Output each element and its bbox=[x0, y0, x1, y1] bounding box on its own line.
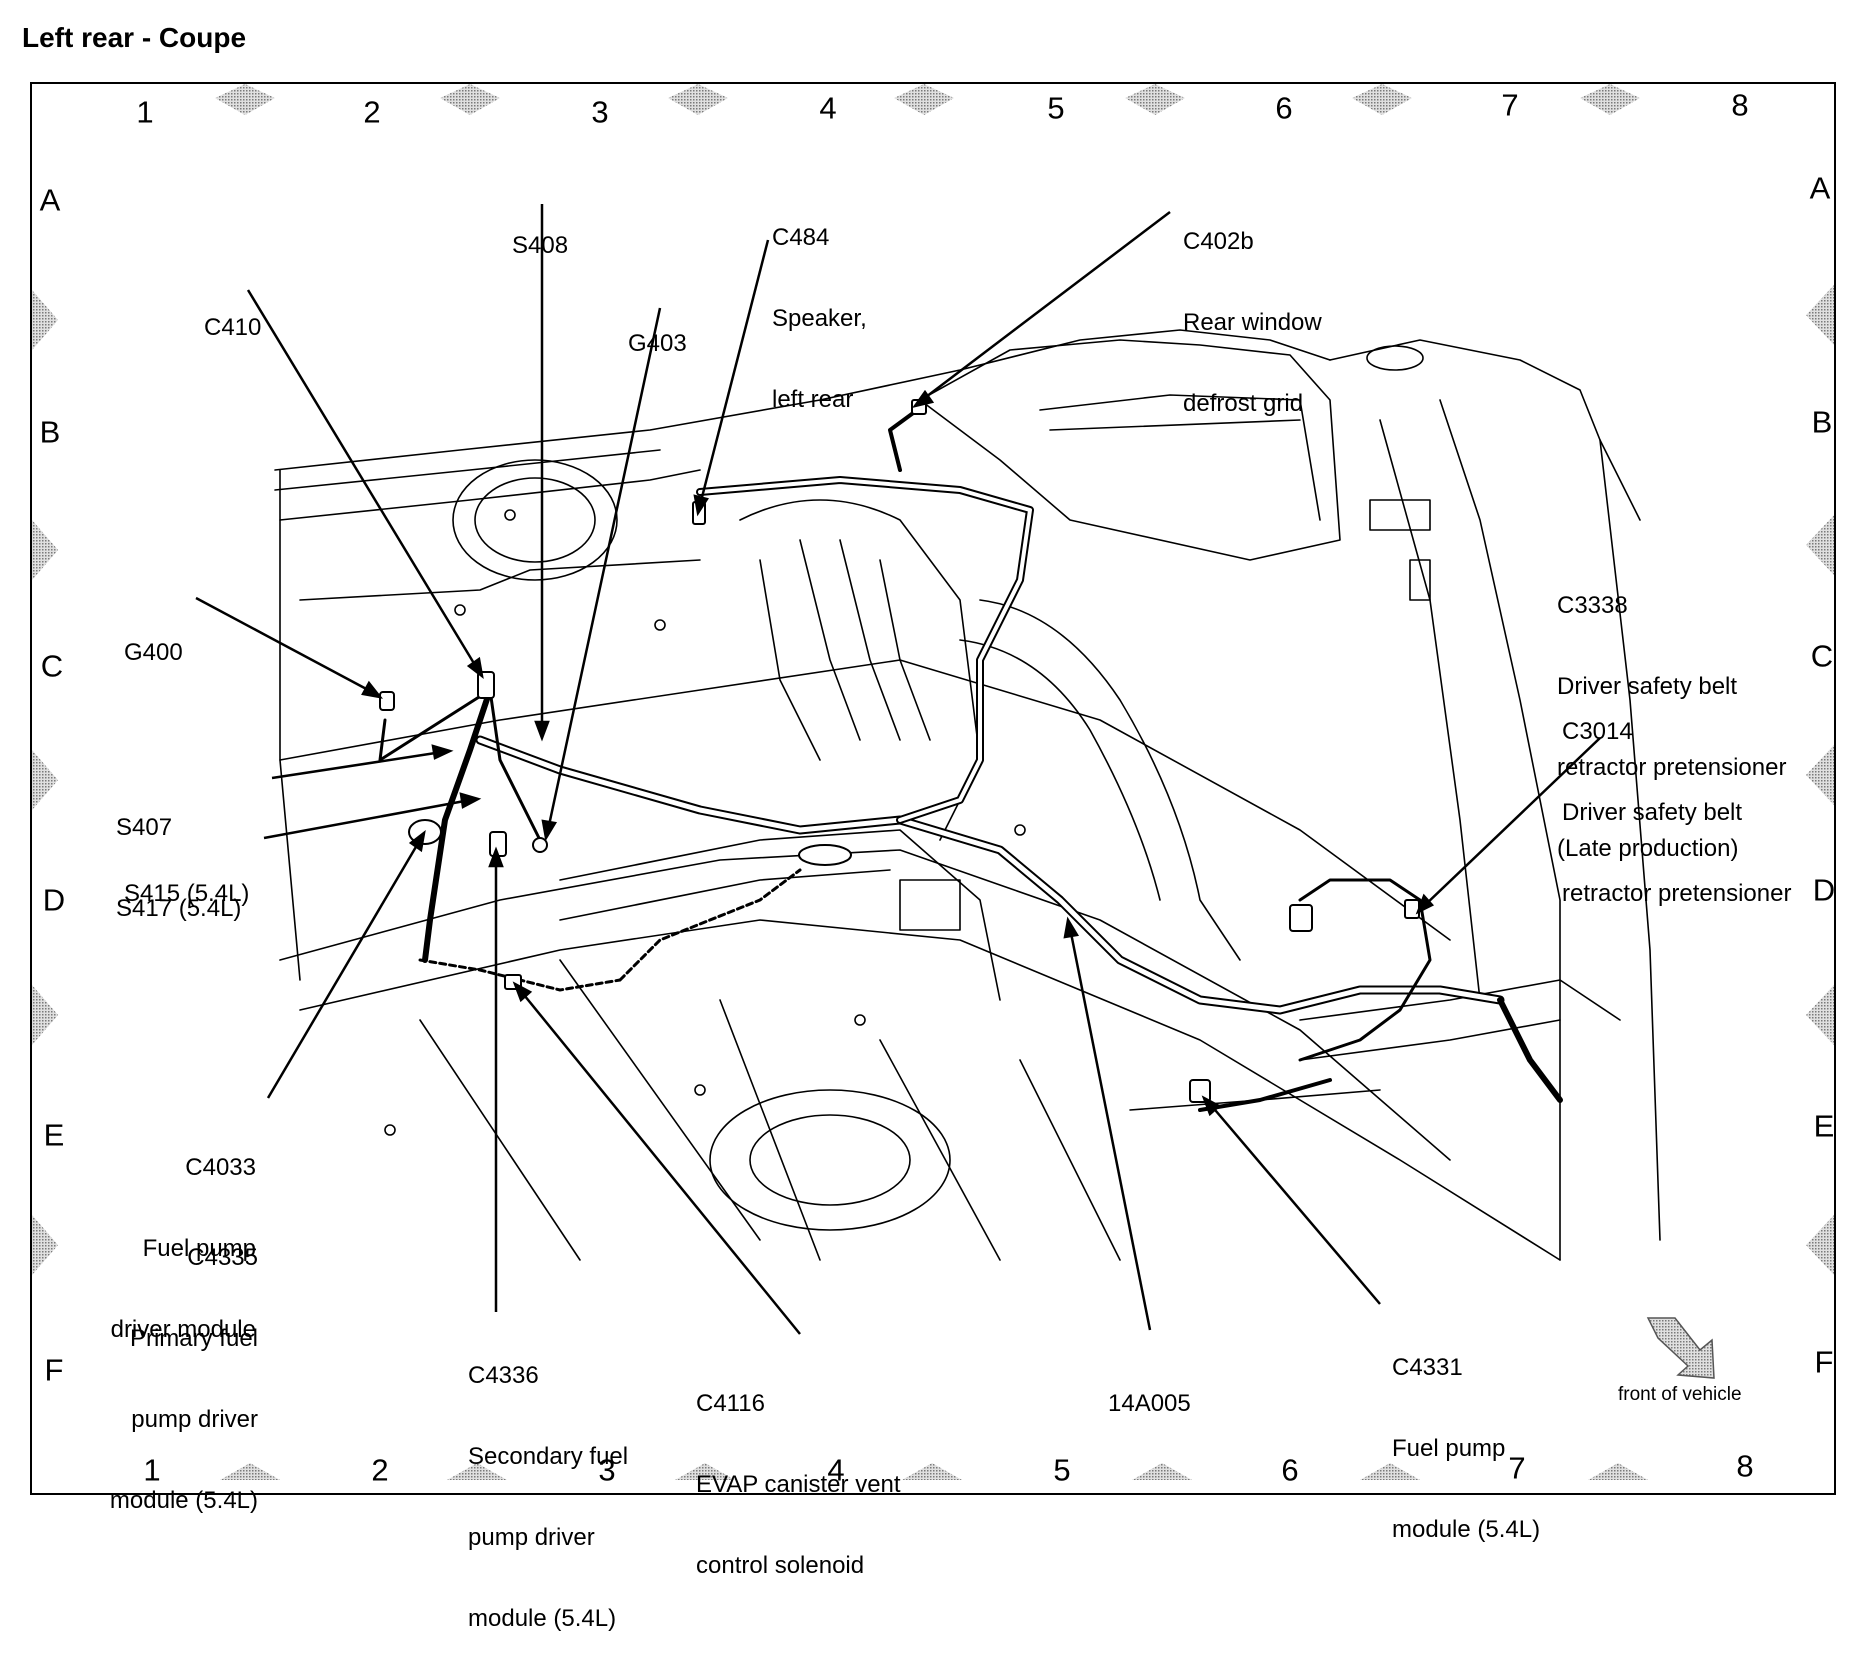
callout-c4335: C4335 Primary fuel pump driver module (5… bbox=[110, 1190, 258, 1541]
callout-c3338-line-2: Driver safety belt bbox=[1557, 673, 1738, 700]
grid-col-7-bottom: 7 bbox=[1508, 1450, 1526, 1486]
grid-row-c: C bbox=[40, 648, 64, 684]
grid-col-2-bottom: 2 bbox=[371, 1452, 389, 1488]
callout-c3338: C3338 Driver safety belt retractor prete… bbox=[1557, 538, 1786, 889]
callout-c4335-line-3: pump driver bbox=[131, 1406, 258, 1433]
callout-s408-line-1: S408 bbox=[512, 232, 569, 259]
grid-col-3-bottom: 3 bbox=[598, 1452, 616, 1488]
callout-c4336-line-3: pump driver bbox=[468, 1524, 595, 1551]
callout-c4116-line-1: C4116 bbox=[696, 1390, 765, 1417]
callout-c402b: C402b Rear window defrost grid bbox=[1183, 174, 1322, 444]
callout-14a005-line-1: 14A005 bbox=[1108, 1390, 1191, 1417]
callout-c4336-line-1: C4336 bbox=[468, 1362, 539, 1389]
grid-row-d-right: D bbox=[1812, 872, 1836, 908]
callout-s408: S408 bbox=[512, 178, 568, 286]
grid-col-3: 3 bbox=[591, 94, 609, 130]
callout-14a005: 14A005 bbox=[1108, 1336, 1191, 1444]
callout-c4033-line-3: driver module bbox=[110, 1316, 256, 1343]
grid-markers bbox=[32, 84, 1834, 1480]
callout-c3014: C3014 Driver safety belt retractor prete… bbox=[1562, 664, 1791, 934]
callout-c4335-line-1: C4335 bbox=[187, 1244, 258, 1271]
callout-c484-line-2: Speaker, bbox=[772, 305, 867, 332]
grid-row-d: D bbox=[42, 882, 66, 918]
callout-c4331-line-1: C4331 bbox=[1392, 1354, 1463, 1381]
callout-c4116: C4116 EVAP canister vent control solenoi… bbox=[696, 1336, 901, 1606]
callout-c3338-line-1: C3338 bbox=[1557, 592, 1628, 619]
page-title: Left rear - Coupe bbox=[22, 22, 247, 53]
callout-c3014-line-3: retractor pretensioner bbox=[1562, 880, 1792, 907]
callout-g400: G400 bbox=[124, 585, 183, 693]
callout-c4335-line-4: module (5.4L) bbox=[109, 1487, 258, 1514]
callout-c410: C410 bbox=[204, 260, 261, 368]
grid-col-5-bottom: 5 bbox=[1053, 1452, 1071, 1488]
grid-col-8: 8 bbox=[1731, 87, 1749, 123]
callout-c484-line-3: left rear bbox=[772, 386, 854, 413]
grid-row-c-right: C bbox=[1810, 638, 1834, 674]
grid-row-f: F bbox=[44, 1352, 64, 1388]
connector-c4331 bbox=[1189, 1079, 1211, 1103]
leader-lines bbox=[195, 204, 1601, 1335]
callout-g403: G403 bbox=[628, 276, 687, 384]
callout-c402b-line-2: Rear window bbox=[1183, 309, 1322, 336]
grid-row-a: A bbox=[39, 182, 61, 218]
callout-c484-line-1: C484 bbox=[772, 224, 830, 251]
callout-c4116-line-3: control solenoid bbox=[696, 1552, 865, 1579]
grid-col-2: 2 bbox=[363, 94, 381, 130]
grid-row-f-right: F bbox=[1814, 1344, 1834, 1380]
callout-c4336: C4336 Secondary fuel pump driver module … bbox=[468, 1308, 628, 1659]
front-of-vehicle-label: front of vehicle bbox=[1618, 1384, 1742, 1405]
connector-body bbox=[798, 844, 852, 866]
callout-c4116-line-2: EVAP canister vent bbox=[696, 1471, 901, 1498]
ground-g400 bbox=[379, 691, 395, 711]
callout-c4033-line-1: C4033 bbox=[185, 1154, 256, 1181]
callout-g400-line-1: G400 bbox=[124, 639, 183, 666]
diagram-frame bbox=[30, 82, 1836, 1495]
vehicle-wiring-diagram bbox=[32, 84, 1834, 1480]
callout-c4336-line-4: module (5.4L) bbox=[468, 1605, 617, 1632]
callout-c4335-line-2: Primary fuel bbox=[129, 1325, 258, 1352]
callout-s407-line-1: S407 bbox=[116, 814, 173, 841]
callout-c4331-line-2: Fuel pump bbox=[1392, 1435, 1506, 1462]
callout-c402b-line-3: defrost grid bbox=[1183, 390, 1304, 417]
grid-row-b-right: B bbox=[1811, 404, 1833, 440]
grid-col-4: 4 bbox=[819, 90, 837, 126]
callout-c3338-line-3: retractor pretensioner bbox=[1557, 754, 1787, 781]
grid-col-1-bottom: 1 bbox=[143, 1452, 161, 1488]
connector-c3014 bbox=[1289, 904, 1313, 932]
callout-c4336-line-2: Secondary fuel bbox=[468, 1443, 629, 1470]
grid-row-a-right: A bbox=[1809, 170, 1831, 206]
vehicle-body-outline bbox=[274, 329, 1661, 1261]
callout-c3014-line-1: C3014 bbox=[1562, 718, 1633, 745]
grid-col-6: 6 bbox=[1275, 90, 1293, 126]
callout-s415: S415 (5.4L) bbox=[124, 826, 249, 934]
connector-c410 bbox=[477, 671, 495, 699]
callout-g403-line-1: G403 bbox=[628, 330, 687, 357]
callout-c4331-line-3: module (5.4L) bbox=[1392, 1516, 1541, 1543]
grid-col-6-bottom: 6 bbox=[1281, 1452, 1299, 1488]
callout-c484: C484 Speaker, left rear bbox=[772, 170, 867, 440]
grid-row-e: E bbox=[43, 1117, 65, 1153]
callout-s407: S407 S417 (5.4L) bbox=[116, 760, 241, 949]
callout-c410-line-1: C410 bbox=[204, 314, 262, 341]
callout-c4033: C4033 Fuel pump driver module bbox=[111, 1100, 256, 1370]
grid-col-5: 5 bbox=[1047, 90, 1065, 126]
grid-row-e-right: E bbox=[1813, 1108, 1835, 1144]
grid-col-4-bottom: 4 bbox=[827, 1452, 845, 1488]
callout-c4033-line-2: Fuel pump bbox=[142, 1235, 256, 1262]
grid-col-7: 7 bbox=[1501, 87, 1519, 123]
callout-s407-line-2: S417 (5.4L) bbox=[116, 895, 242, 922]
grid-col-1: 1 bbox=[136, 94, 154, 130]
ground-g403 bbox=[532, 837, 548, 853]
callout-c402b-line-1: C402b bbox=[1183, 228, 1254, 255]
callout-c3014-line-2: Driver safety belt bbox=[1562, 799, 1743, 826]
grid-row-b: B bbox=[39, 414, 61, 450]
grid-col-8-bottom: 8 bbox=[1736, 1448, 1754, 1484]
callout-c3338-line-4: (Late production) bbox=[1557, 835, 1739, 862]
callout-s415-line-1: S415 (5.4L) bbox=[124, 880, 250, 907]
callout-c4331: C4331 Fuel pump module (5.4L) bbox=[1392, 1300, 1540, 1570]
front-of-vehicle-arrow-icon bbox=[1646, 1317, 1715, 1379]
